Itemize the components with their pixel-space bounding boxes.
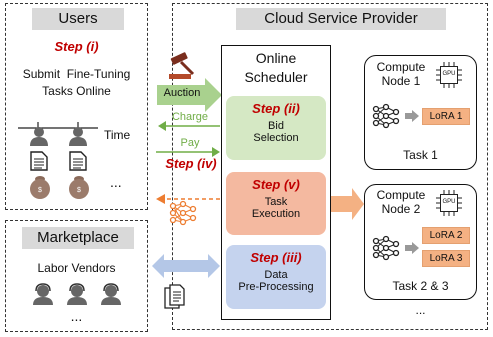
users-desc-line2: Tasks Online <box>42 84 111 98</box>
users-desc-line1: Submit Fine-Tuning <box>22 67 131 81</box>
phase-step: Step (iii) <box>250 250 302 265</box>
gpu-chip-pins <box>436 62 462 88</box>
document-icon <box>30 151 48 171</box>
data-files-icon <box>164 284 185 309</box>
node-title-line1: Compute <box>376 60 426 74</box>
svg-text:$: $ <box>38 187 42 194</box>
marketplace-title: Marketplace <box>22 227 134 249</box>
data-exchange-arrow <box>152 254 220 278</box>
user-person-icon <box>69 127 87 146</box>
user-person-icon <box>30 127 48 146</box>
step-iv-label: Step (iv) <box>165 156 217 171</box>
users-step: Step (i) <box>54 39 99 54</box>
gpu-chip-label: GPU <box>442 71 456 77</box>
time-label: Time <box>104 128 131 142</box>
provider-ellipsis: ... <box>415 303 426 317</box>
gpu-chip-icon: GPU <box>440 66 458 84</box>
phase-label-line2: Execution <box>251 208 301 220</box>
node-title-line2: Node 2 <box>381 202 421 216</box>
auction-arrow <box>157 78 222 112</box>
phase-label-line2: Pre-Processing <box>238 281 314 293</box>
neural-network-icon <box>372 103 400 129</box>
marketplace-panel <box>5 220 148 332</box>
phase-bid-selection: Step (ii) Bid Selection <box>226 96 326 160</box>
users-panel <box>5 3 148 210</box>
gpu-chip-icon: GPU <box>440 194 458 212</box>
phase-label-line1: Task <box>264 196 288 208</box>
arrow-right-icon <box>405 242 419 254</box>
pay-label: Pay <box>180 137 200 149</box>
lora-adapter: LoRA 3 <box>422 250 470 267</box>
phase-data-preprocessing: Step (iii) Data Pre-Processing <box>226 245 326 309</box>
marketplace-ellipsis: ... <box>70 308 83 324</box>
node-task-label: Task 2 & 3 <box>392 279 449 293</box>
lora-adapter: LoRA 2 <box>422 227 470 244</box>
lora-adapter: LoRA 1 <box>422 108 470 125</box>
arrow-right-icon <box>405 110 419 122</box>
money-bag-icon: $ <box>69 176 89 199</box>
phase-label-line1: Bid <box>268 120 284 132</box>
scheduler-title-line2: Scheduler <box>244 69 308 85</box>
users-title: Users <box>32 8 124 30</box>
document-icon <box>69 151 87 171</box>
gpu-chip-label: GPU <box>442 199 456 205</box>
phase-step: Step (v) <box>252 177 300 192</box>
marketplace-subtitle: Labor Vendors <box>37 261 116 275</box>
provider-title: Cloud Service Provider <box>236 8 446 30</box>
dispatch-arrow <box>330 188 364 220</box>
neural-network-icon <box>169 200 197 226</box>
charge-label: Charge <box>171 111 209 123</box>
vendor-icon <box>67 283 87 305</box>
phase-step: Step (ii) <box>252 101 300 116</box>
provider-panel <box>172 3 488 330</box>
phase-task-execution: Step (v) Task Execution <box>226 172 326 235</box>
node-title-line2: Node 1 <box>381 74 421 88</box>
auction-label: Auction <box>163 87 201 99</box>
gavel-icon <box>169 52 195 79</box>
scheduler-title-line1: Online <box>255 50 297 66</box>
users-ellipsis: ... <box>110 174 122 190</box>
svg-text:$: $ <box>77 187 81 194</box>
phase-label-line1: Data <box>264 269 288 281</box>
phase-label-line2: Selection <box>253 132 299 144</box>
money-bag-icon: $ <box>30 176 50 199</box>
vendor-icon <box>101 283 121 305</box>
gpu-chip-pins <box>436 190 462 216</box>
vendor-icon <box>33 283 53 305</box>
neural-network-icon <box>372 235 400 261</box>
node-task-label: Task 1 <box>403 148 438 162</box>
node-title-line1: Compute <box>376 188 426 202</box>
